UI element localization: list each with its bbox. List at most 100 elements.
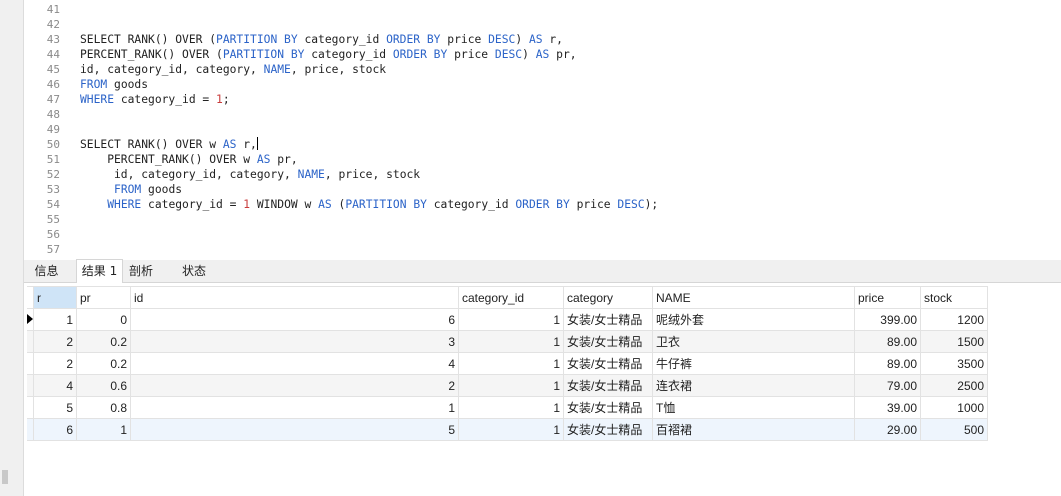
table-cell[interactable]: 3	[130, 330, 459, 353]
code-line[interactable]: PERCENT_RANK() OVER w AS pr,	[80, 153, 298, 166]
left-panel-edge	[0, 0, 24, 496]
code-line[interactable]: id, category_id, category, NAME, price, …	[80, 63, 387, 76]
code-line[interactable]: WHERE category_id = 1 WINDOW w AS (PARTI…	[107, 198, 659, 211]
table-cell[interactable]: 2500	[920, 374, 988, 397]
table-cell[interactable]: 女装/女士精品	[563, 308, 653, 331]
table-cell[interactable]: 0.8	[76, 396, 131, 419]
tab-2[interactable]: 剖析	[128, 264, 153, 278]
line-number: 45	[46, 63, 60, 76]
table-cell[interactable]: 女装/女士精品	[563, 374, 653, 397]
table-cell[interactable]: 89.00	[854, 352, 921, 375]
table-cell[interactable]: T恤	[652, 396, 855, 419]
table-cell[interactable]: 500	[920, 418, 988, 441]
table-cell[interactable]: 1	[458, 418, 564, 441]
current-row-arrow-icon	[27, 313, 33, 324]
table-cell[interactable]: 5	[130, 418, 459, 441]
table-cell[interactable]: 1000	[920, 396, 988, 419]
table-cell[interactable]: 1	[458, 374, 564, 397]
line-number: 48	[46, 108, 60, 121]
table-cell[interactable]: 1200	[920, 308, 988, 331]
table-cell[interactable]: 0.2	[76, 330, 131, 353]
table-cell[interactable]: 1	[33, 308, 77, 331]
column-header[interactable]: category	[563, 286, 653, 309]
tab-0[interactable]: 信息	[34, 264, 59, 278]
column-header[interactable]: price	[854, 286, 921, 309]
column-header[interactable]: id	[130, 286, 459, 309]
table-cell[interactable]: 0	[76, 308, 131, 331]
table-cell[interactable]: 2	[33, 352, 77, 375]
column-header[interactable]: NAME	[652, 286, 855, 309]
code-line[interactable]: FROM goods	[80, 78, 149, 91]
table-cell[interactable]: 1	[458, 396, 564, 419]
line-number: 54	[46, 198, 60, 211]
table-cell[interactable]: 0.2	[76, 352, 131, 375]
table-cell[interactable]: 29.00	[854, 418, 921, 441]
line-number: 52	[46, 168, 60, 181]
column-header[interactable]: r	[33, 286, 77, 309]
column-header[interactable]: category_id	[458, 286, 564, 309]
line-number-gutter	[24, 0, 60, 260]
table-cell[interactable]: 5	[33, 396, 77, 419]
line-number: 43	[46, 33, 60, 46]
table-cell[interactable]: 39.00	[854, 396, 921, 419]
tab-1[interactable]: 结果 1	[76, 259, 123, 283]
table-cell[interactable]: 4	[130, 352, 459, 375]
table-cell[interactable]: 1	[458, 308, 564, 331]
table-cell[interactable]: 6	[130, 308, 459, 331]
column-header[interactable]: stock	[920, 286, 988, 309]
table-cell[interactable]: 3500	[920, 352, 988, 375]
table-cell[interactable]: 牛仔裤	[652, 352, 855, 375]
table-cell[interactable]: 4	[33, 374, 77, 397]
line-number: 51	[46, 153, 60, 166]
line-number: 49	[46, 123, 60, 136]
table-cell[interactable]: 2	[33, 330, 77, 353]
table-cell[interactable]: 女装/女士精品	[563, 396, 653, 419]
table-cell[interactable]: 89.00	[854, 330, 921, 353]
code-line[interactable]: PERCENT_RANK() OVER (PARTITION BY catego…	[80, 48, 577, 61]
tab-3[interactable]: 状态	[181, 264, 206, 278]
table-cell[interactable]: 卫衣	[652, 330, 855, 353]
table-cell[interactable]: 1	[130, 396, 459, 419]
line-number: 42	[46, 18, 60, 31]
table-cell[interactable]: 女装/女士精品	[563, 418, 653, 441]
table-cell[interactable]: 79.00	[854, 374, 921, 397]
result-tabs: 信息 结果 1 剖析 状态	[24, 259, 1061, 283]
line-number: 50	[46, 138, 60, 151]
table-cell[interactable]: 百褶裙	[652, 418, 855, 441]
table-cell[interactable]: 1	[458, 330, 564, 353]
table-cell[interactable]: 女装/女士精品	[563, 352, 653, 375]
table-cell[interactable]: 1	[458, 352, 564, 375]
sql-editor[interactable]: 41 42 43 SELECT RANK() OVER (PARTITION BY c…	[24, 0, 1061, 260]
scroll-thumb[interactable]	[2, 470, 8, 484]
table-cell[interactable]: 1	[76, 418, 131, 441]
line-number: 55	[46, 213, 60, 226]
table-cell[interactable]: 1500	[920, 330, 988, 353]
table-cell[interactable]: 6	[33, 418, 77, 441]
line-number: 53	[46, 183, 60, 196]
table-cell[interactable]: 0.6	[76, 374, 131, 397]
table-cell[interactable]: 女装/女士精品	[563, 330, 653, 353]
line-number: 41	[46, 3, 60, 16]
table-cell[interactable]: 399.00	[854, 308, 921, 331]
line-number: 56	[46, 228, 60, 241]
code-line[interactable]: id, category_id, category, NAME, price, …	[80, 168, 421, 181]
code-line[interactable]: SELECT RANK() OVER w AS r,	[80, 137, 258, 151]
line-number: 46	[46, 78, 60, 91]
table-cell[interactable]: 2	[130, 374, 459, 397]
table-cell[interactable]: 连衣裙	[652, 374, 855, 397]
line-number: 44	[46, 48, 60, 61]
code-line[interactable]: FROM goods	[114, 183, 183, 196]
line-number: 57	[46, 243, 60, 256]
code-line[interactable]: SELECT RANK() OVER (PARTITION BY categor…	[80, 33, 563, 46]
column-header[interactable]: pr	[76, 286, 131, 309]
code-line[interactable]: WHERE category_id = 1;	[80, 93, 230, 106]
table-cell[interactable]: 呢绒外套	[652, 308, 855, 331]
